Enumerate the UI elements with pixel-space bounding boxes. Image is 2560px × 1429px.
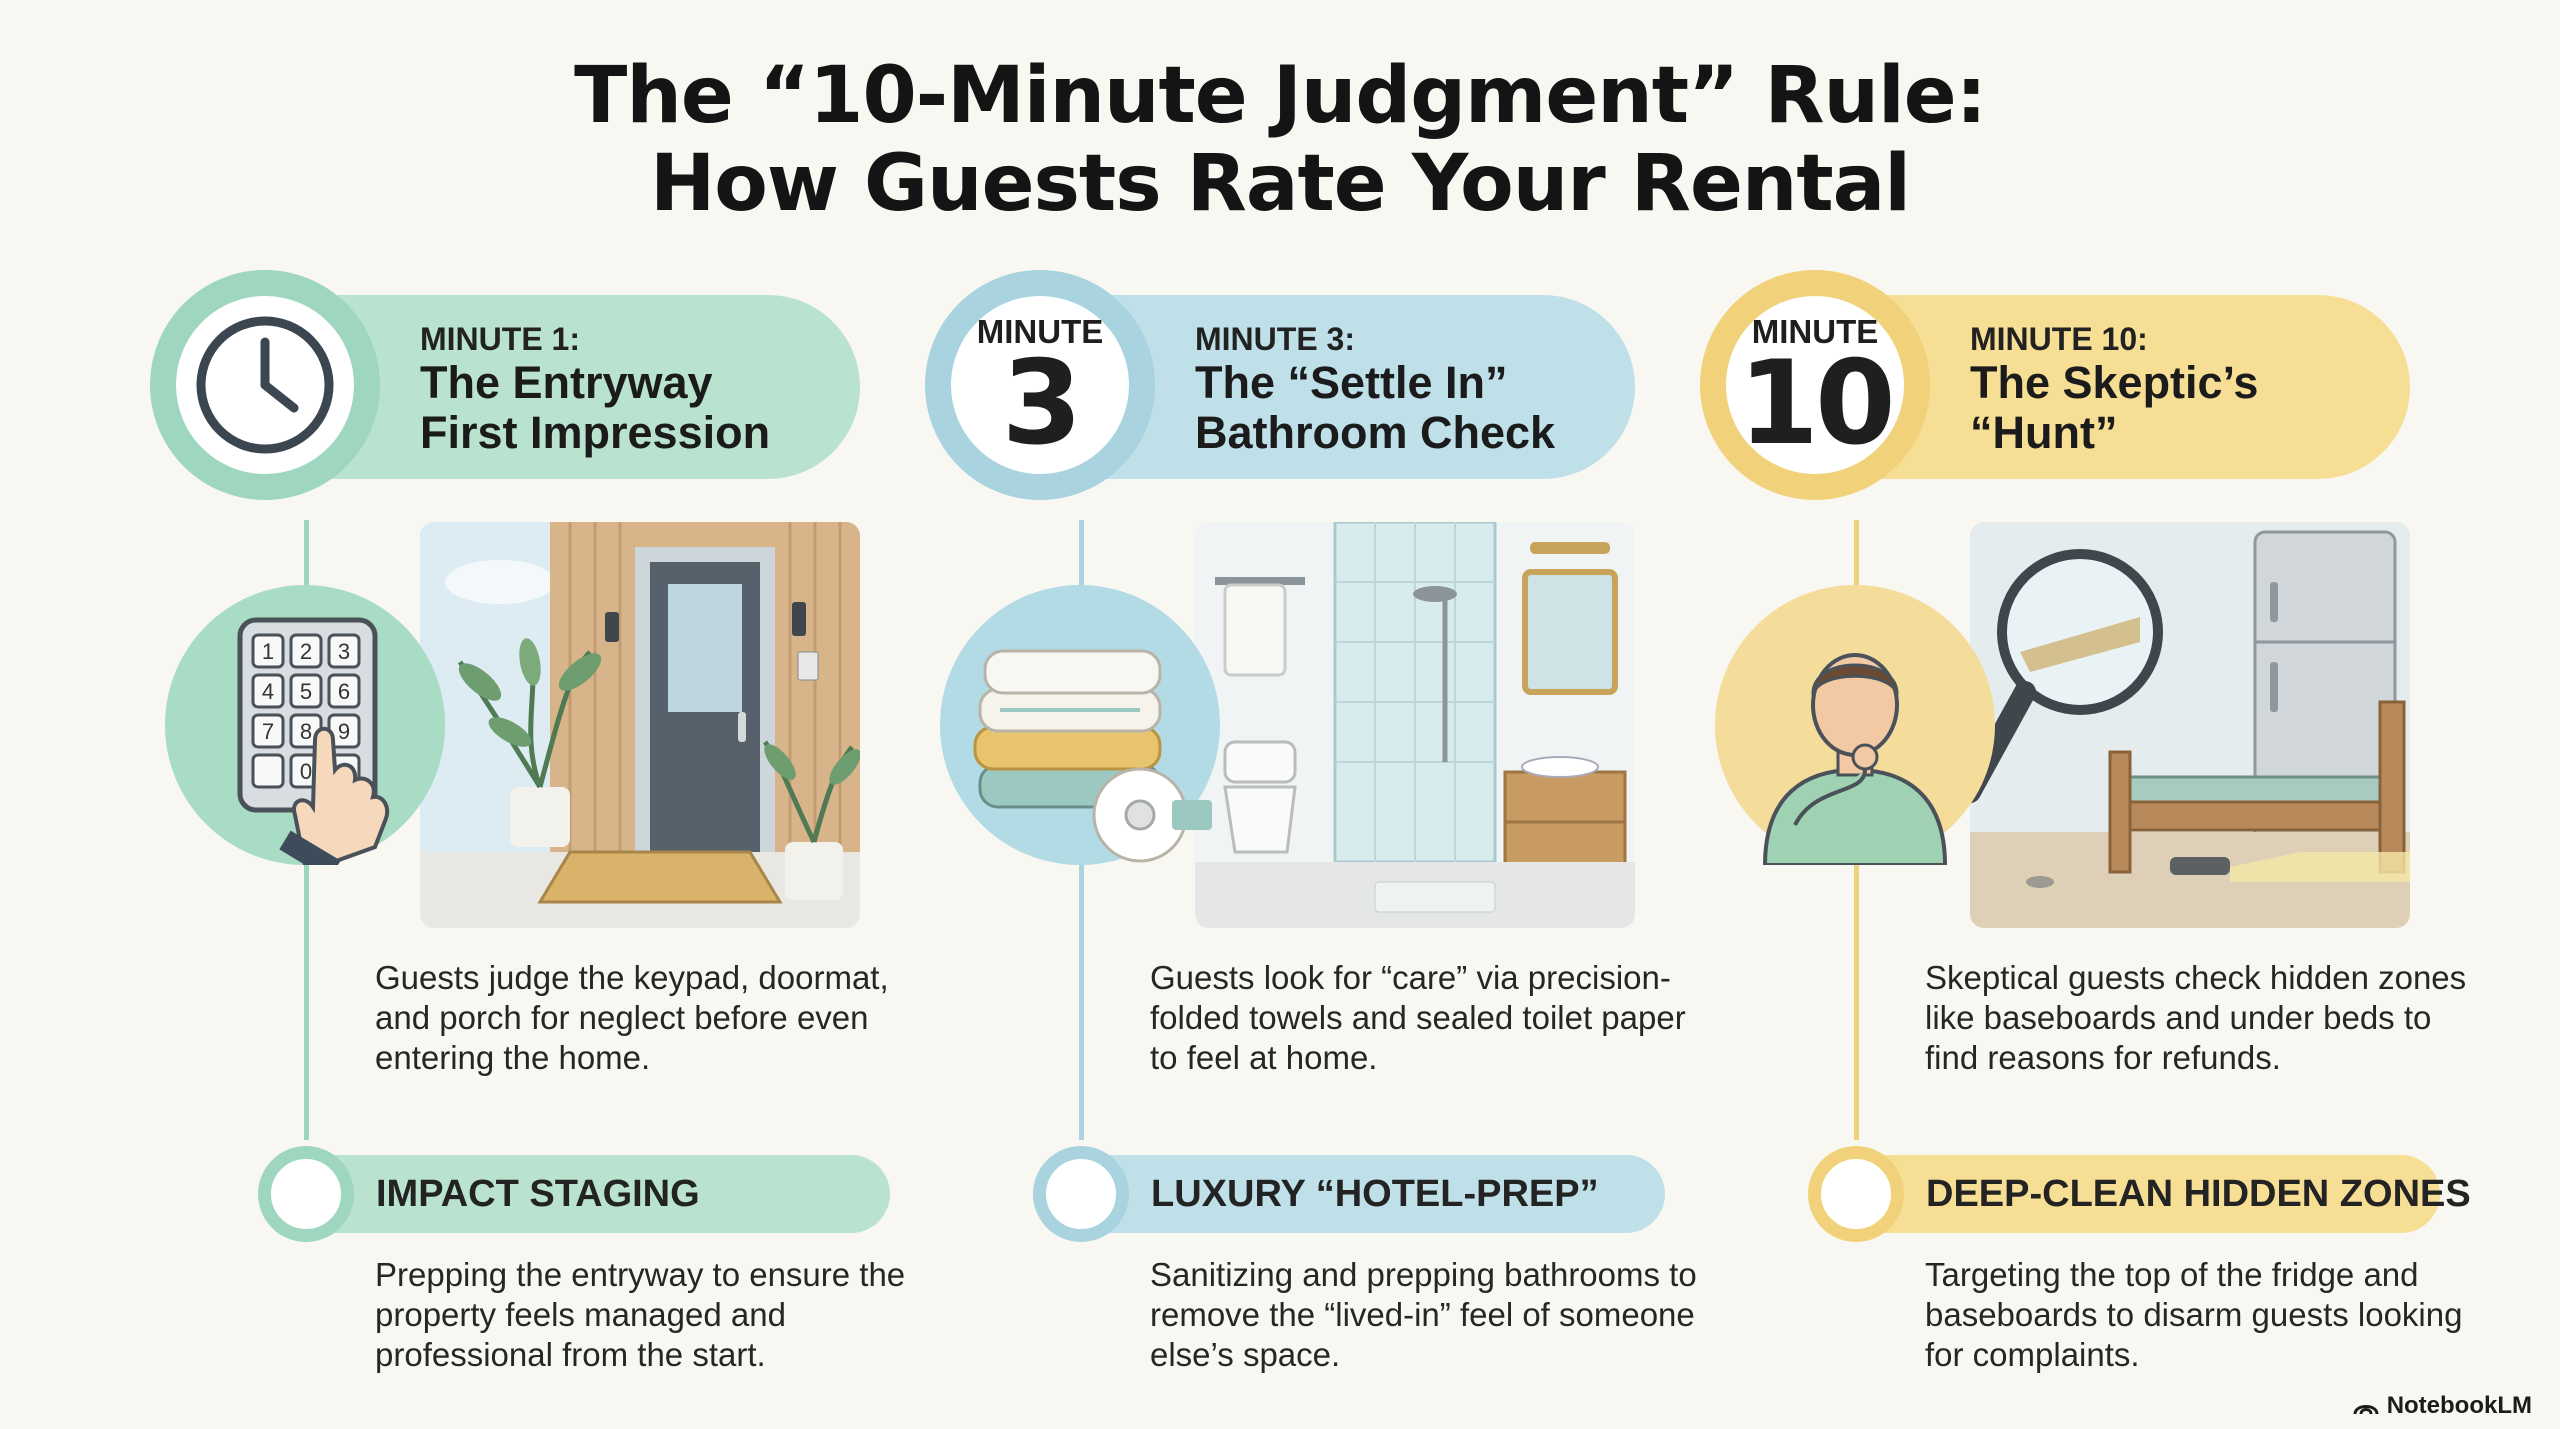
keypad-key-label: 3 [338, 639, 350, 664]
brand-name: NotebookLM [2386, 1392, 2532, 1419]
title-line-1: The “10-Minute Judgment” Rule: [574, 51, 1987, 141]
keypad-key-label: 9 [338, 719, 350, 744]
heading: MINUTE 10: The Skeptic’s “Hunt” [1970, 320, 2390, 458]
impact-description: Targeting the top of the fridge and base… [1925, 1256, 2463, 1373]
impact-bar [272, 1155, 890, 1233]
entryway-illustration [420, 522, 860, 928]
person-bubble [1715, 585, 1995, 865]
heading-small: MINUTE 10: [1970, 321, 2148, 357]
heading-big-1: The Entryway [420, 357, 713, 408]
keypad-key [289, 633, 323, 669]
title-line-2: How Guests Rate Your Rental [649, 139, 1911, 229]
impact-description: Prepping the entryway to ensure the prop… [375, 1256, 906, 1373]
keypad-key [289, 673, 323, 709]
keypad-key-label: 6 [338, 679, 350, 704]
heading: MINUTE 1: The Entryway First Impression [420, 320, 840, 458]
hidden-zones-illustration [1970, 522, 2410, 928]
description: Skeptical guests check hidden zones like… [1925, 959, 2467, 1076]
keypad-key-label: 4 [262, 679, 274, 704]
folded-towels-icon [973, 649, 1212, 863]
column-minute-10: MINUTE 10 MINUTE 10: The Skeptic’s “Hunt… [1550, 0, 2471, 1429]
keypad-key [327, 673, 361, 709]
medal-label: MINUTE [976, 313, 1104, 350]
impact-label: IMPACT STAGING [376, 1173, 700, 1215]
minute-medal: MINUTE 10 [1700, 270, 1930, 500]
keypad-key-label: 2 [300, 639, 312, 664]
heading: MINUTE 3: The “Settle In” Bathroom Check [1195, 320, 1615, 458]
keypad-bubble: 1 2 3 4 5 6 7 8 9 0 [165, 585, 445, 865]
heading-big-1: The Skeptic’s [1970, 357, 2259, 408]
thinking-person-icon [1762, 653, 1948, 865]
heading-big-1: The “Settle In” [1195, 357, 1508, 408]
impact-ring-icon [1808, 1146, 1904, 1242]
medal-label: MINUTE [1751, 313, 1879, 350]
impact-label: LUXURY “HOTEL-PREP” [1151, 1173, 1599, 1215]
keypad-key-label: 8 [300, 719, 312, 744]
notebooklm-icon [2353, 1405, 2379, 1415]
heading-small: MINUTE 1: [420, 321, 580, 357]
heading-small: MINUTE 3: [1195, 321, 1355, 357]
keypad-key [251, 673, 285, 709]
impact-bar [1822, 1155, 2440, 1233]
keypad-key [327, 633, 361, 669]
towels-bubble [940, 585, 1220, 865]
column-minute-1: MINUTE 1: The Entryway First Impression [0, 0, 905, 1429]
clock-medal [150, 270, 380, 500]
medal-number: 10 [1738, 336, 1895, 471]
keypad-key-label: 5 [300, 679, 312, 704]
heading-big-2: “Hunt” [1970, 407, 2118, 458]
clock-icon [196, 316, 334, 454]
impact-label: DEEP-CLEAN HIDDEN ZONES [1926, 1173, 2471, 1215]
keypad-key-label: 0 [300, 759, 312, 784]
keypad-key [251, 713, 285, 749]
keypad-icon: 1 2 3 4 5 6 7 8 9 0 [237, 617, 390, 865]
impact-bar [1047, 1155, 1665, 1233]
page-title: The “10-Minute Judgment” Rule: How Guest… [0, 52, 2560, 228]
column-minute-3: MINUTE 3 MINUTE 3: The “Settle In” Bathr… [775, 0, 1697, 1429]
keypad-key [251, 633, 285, 669]
impact-description: Sanitizing and prepping bathrooms to rem… [1150, 1256, 1697, 1373]
medal-number: 3 [1001, 336, 1083, 471]
minute-medal: MINUTE 3 [925, 270, 1155, 500]
impact-ring-icon [1033, 1146, 1129, 1242]
heading-big-2: Bathroom Check [1195, 407, 1556, 458]
heading-big-2: First Impression [420, 407, 771, 458]
brand-logo: NotebookLM [2353, 1392, 2532, 1420]
impact-ring-icon [258, 1146, 354, 1242]
bathroom-illustration [1195, 522, 1635, 928]
keypad-key-label: 7 [262, 719, 274, 744]
keypad-key [251, 753, 285, 789]
keypad-key-label: 1 [262, 639, 274, 664]
description: Guests judge the keypad, doormat, and po… [375, 959, 889, 1076]
description: Guests look for “care” via precision-fol… [1150, 959, 1686, 1076]
